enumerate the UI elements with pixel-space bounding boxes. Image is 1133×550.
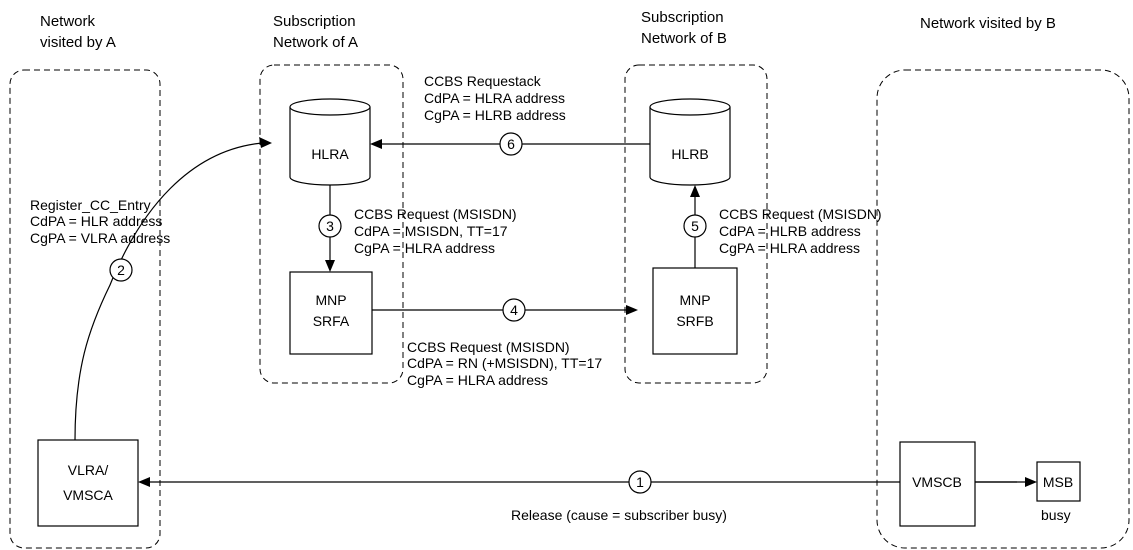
step-2-number: 2	[117, 262, 125, 278]
msg5-line1: CCBS Request (MSISDN)	[719, 206, 882, 222]
region-title-sub-a-line2: Network of A	[273, 34, 358, 51]
msg2-line1: Register_CC_Entry	[30, 197, 151, 213]
arrowhead-hlrb	[690, 185, 700, 197]
msg1-line1: Release (cause = subscriber busy)	[511, 507, 727, 523]
arrowhead-register	[259, 137, 272, 148]
step-6-marker	[499, 132, 523, 156]
region-network-visited-by-a	[9, 69, 161, 549]
step-1-number: 1	[636, 474, 644, 490]
msg6-line1: CCBS Requestack	[424, 73, 542, 89]
msb-node: MSB busy	[1036, 461, 1081, 523]
arrowhead-srfa	[325, 260, 335, 272]
mnp-srfa-label-line2: SRFA	[313, 313, 350, 329]
msg2-line2: CdPA = HLR address	[30, 213, 162, 229]
vmscb-label: VMSCB	[912, 474, 962, 490]
region-title-sub-b-line2: Network of B	[641, 30, 727, 47]
mnp-srfa-label-line1: MNP	[315, 292, 346, 308]
msg3-line2: CdPA = MSISDN, TT=17	[354, 223, 508, 239]
mnp-srfa-node: MNP SRFA	[289, 271, 373, 355]
mnp-srfb-label-line1: MNP	[679, 292, 710, 308]
msg2-line3: CgPA = VLRA address	[30, 230, 170, 246]
mnp-srfb-label-line2: SRFB	[676, 313, 713, 329]
msg6-line2: CdPA = HLRA address	[424, 90, 565, 106]
curve-register-cc-entry	[74, 142, 263, 441]
msg6-line3: CgPA = HLRB address	[424, 107, 566, 123]
region-title-sub-a-line1: Subscription	[273, 13, 356, 30]
step-5-marker	[683, 214, 707, 238]
msg4-line2: CdPA = RN (+MSISDN), TT=17	[407, 355, 602, 371]
hlrb-label: HLRB	[671, 146, 708, 162]
step-4-marker	[502, 298, 526, 322]
region-network-visited-by-b	[876, 69, 1130, 549]
vlra-label-line1: VLRA/	[68, 462, 109, 478]
vlra-vmsca-node: VLRA/ VMSCA	[37, 439, 139, 527]
msb-state-label: busy	[1041, 507, 1071, 523]
msb-label: MSB	[1043, 474, 1073, 490]
hlrb-database: HLRB	[649, 98, 731, 186]
region-title-network-a-line1: Network	[40, 13, 96, 30]
msg4-line1: CCBS Request (MSISDN)	[407, 339, 570, 355]
vmscb-node: VMSCB	[899, 441, 976, 527]
step-3-marker	[318, 214, 342, 238]
step-5-number: 5	[691, 218, 699, 234]
mnp-srfb-node: MNP SRFB	[652, 267, 738, 355]
region-subscription-network-b	[624, 64, 768, 384]
step-2-marker	[109, 258, 133, 282]
msg3-line3: CgPA = HLRA address	[354, 240, 495, 256]
hlra-label: HLRA	[311, 146, 349, 162]
vlra-label-line2: VMSCA	[63, 487, 113, 503]
msg5-line2: CdPA = HLRB address	[719, 223, 861, 239]
arrowhead-srfb	[626, 305, 638, 315]
hlra-database: HLRA	[289, 98, 371, 186]
step-4-number: 4	[510, 302, 518, 318]
region-title-network-b: Network visited by B	[920, 15, 1056, 32]
region-title-network-a-line2: visited by A	[40, 34, 116, 51]
region-title-sub-b-line1: Subscription	[641, 9, 724, 26]
step-6-number: 6	[507, 136, 515, 152]
arrowhead-hlra	[370, 139, 382, 149]
arrowhead-msb	[1025, 477, 1037, 487]
msg3-line1: CCBS Request (MSISDN)	[354, 206, 517, 222]
msg4-line3: CgPA = HLRA address	[407, 372, 548, 388]
step-1-marker	[628, 470, 652, 494]
arrowhead-release	[138, 477, 150, 487]
msg5-line3: CgPA = HLRA address	[719, 240, 860, 256]
region-subscription-network-a	[259, 64, 404, 384]
step-3-number: 3	[326, 218, 334, 234]
